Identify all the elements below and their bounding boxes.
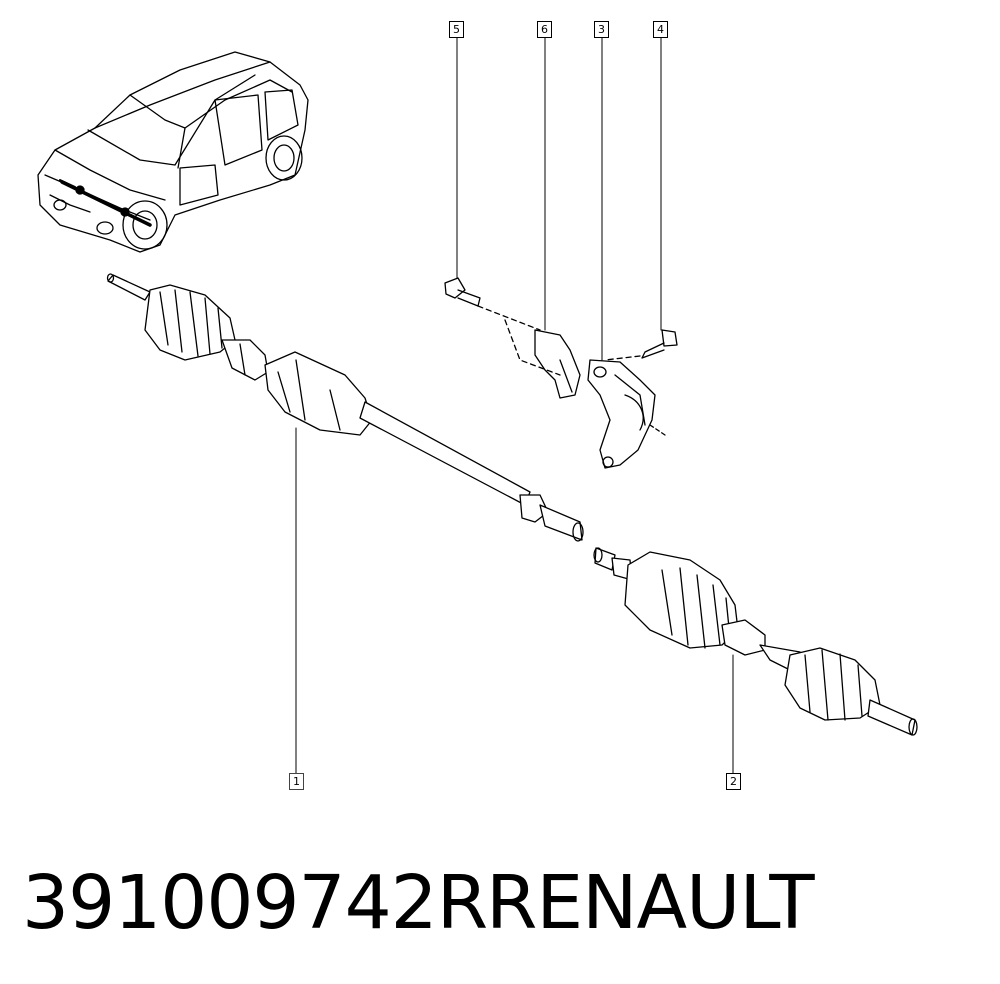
callout-2[interactable]: 2: [726, 773, 741, 790]
callout-1[interactable]: 1: [289, 773, 304, 790]
callout-6[interactable]: 6: [537, 21, 552, 38]
callout-5[interactable]: 5: [449, 21, 464, 38]
brand-caption: RENAULT: [486, 860, 815, 946]
callout-3[interactable]: 3: [594, 21, 609, 38]
vehicle-location-thumbnail: [37, 51, 309, 253]
left-drive-shaft: [106, 273, 584, 774]
right-drive-shaft: [593, 547, 918, 774]
part-number-caption: 391009742R: [22, 860, 488, 946]
callout-4[interactable]: 4: [653, 21, 668, 38]
bearing-bracket-assembly: [444, 36, 678, 469]
